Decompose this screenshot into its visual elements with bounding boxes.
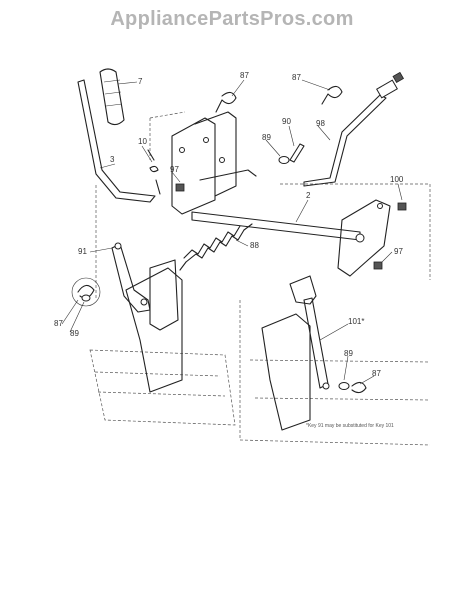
callout-101: 101* — [348, 317, 364, 326]
callout-97-lower: 97 — [394, 247, 403, 256]
callout-91: 91 — [78, 247, 87, 256]
lift-arm-left — [111, 242, 179, 331]
callout-7: 7 — [138, 77, 143, 86]
callout-98: 98 — [316, 119, 325, 128]
callout-labels: 7 87 87 90 98 10 89 3 97 2 100 88 97 91 … — [54, 71, 404, 378]
callout-87-right: 87 — [292, 73, 301, 82]
callout-2: 2 — [306, 191, 311, 200]
spring-10 — [147, 149, 161, 195]
deck-outline — [89, 111, 431, 446]
callout-89-right: 89 — [344, 349, 353, 358]
lift-handle — [77, 68, 156, 203]
lift-arm-101 — [289, 275, 367, 394]
spring-88 — [179, 223, 253, 271]
callout-90: 90 — [282, 117, 291, 126]
callout-10: 10 — [138, 137, 147, 146]
pin-90 — [289, 143, 305, 163]
callout-87-bottom: 87 — [372, 369, 381, 378]
callout-87-top: 87 — [240, 71, 249, 80]
nut-97-upper — [175, 183, 185, 192]
front-left-bracket — [125, 267, 183, 393]
callout-88: 88 — [250, 241, 259, 250]
watermark-text: AppliancePartsPros.com — [110, 8, 354, 30]
lift-arm-right — [337, 199, 407, 277]
callout-97-upper: 97 — [170, 165, 179, 174]
callout-89-top: 89 — [262, 133, 271, 142]
leader-lines — [61, 79, 403, 385]
callout-100: 100 — [390, 175, 404, 184]
clevis-pin-87-top — [215, 91, 237, 113]
detail-circle-pin — [71, 277, 101, 307]
rod-98 — [303, 71, 405, 187]
mounting-bracket — [171, 111, 257, 215]
washer-89-top — [278, 156, 290, 164]
cross-shaft-2 — [191, 211, 361, 241]
callout-87-left: 87 — [54, 319, 63, 328]
front-right-bracket — [261, 313, 311, 431]
callout-3: 3 — [110, 155, 115, 164]
callout-89-left: 89 — [70, 329, 79, 338]
footnote: *Key 91 may be substituted for Key 101 — [306, 423, 394, 429]
